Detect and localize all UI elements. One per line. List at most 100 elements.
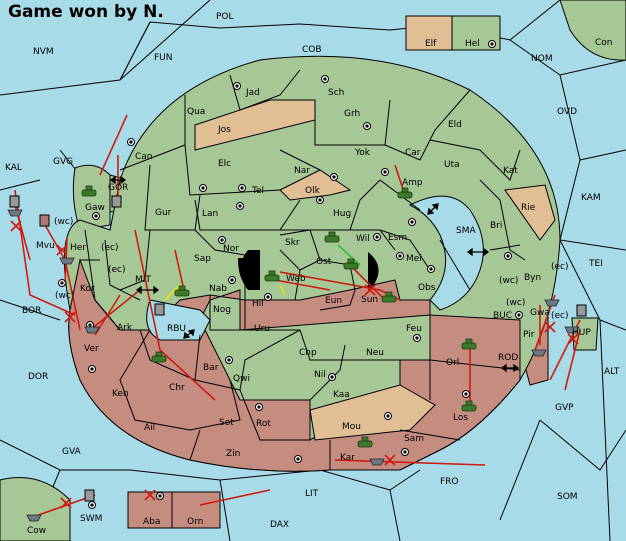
label-orn: Orn [187,517,203,527]
coast-tag: (wc) [54,217,73,227]
failed-order-marks [10,220,579,509]
label-ail: Ail [144,423,155,433]
region-orn[interactable] [171,491,221,529]
region-aba[interactable] [127,491,173,529]
label-eld: Eld [448,120,462,130]
tank-unit [151,351,167,363]
region-labels: POL NVM FUN COB NOM Con Elf Hel OVD KAM … [5,12,620,536]
tank-unit [343,258,359,270]
label-buc: BUC [493,311,512,321]
sc-obs [427,265,435,273]
region-rie[interactable] [504,184,556,241]
label-eun: Eun [325,296,342,306]
label-aba: Aba [143,517,160,527]
label-dor: DOR [28,372,48,382]
region-olk[interactable] [279,169,352,201]
label-ost: Ost [316,257,332,267]
label-rod: ROD [498,353,518,363]
label-mel: Mel [406,254,422,264]
label-gva: GVA [62,447,82,457]
label-ovd: OVD [557,107,577,117]
label-bar: Bar [203,363,219,373]
coast-tag: (ec) [551,262,569,272]
label-orl: Orl [446,358,459,368]
label-kor: Kor [80,284,95,294]
label-pir: Pir [523,330,535,340]
label-rot: Rot [256,419,271,429]
coast-tag: (wc) [506,298,525,308]
sc-qwi [225,356,233,364]
sc-can [127,138,135,146]
label-car: Car [405,148,421,158]
tank-unit [81,185,97,197]
label-feu: Feu [406,324,422,334]
label-zin: Zin [226,449,240,459]
label-tel: Tel [251,186,264,196]
sc-olk [330,173,338,181]
label-nom: NOM [531,54,553,64]
label-som: SOM [557,492,578,502]
label-rbu: RBU [167,324,186,334]
ship-unit [369,458,385,466]
label-kar: Kar [340,453,355,463]
sc-kaa [328,373,336,381]
label-ver: Ver [84,344,99,354]
label-uru: Uru [254,324,270,334]
label-fro: FRO [440,477,459,487]
sc-wil [373,233,381,241]
ship-unit [7,209,23,217]
label-hel: Hel [465,39,480,49]
label-rie: Rie [521,203,536,213]
label-ken: Ken [112,389,129,399]
ship-unit [544,299,560,307]
tank-unit [397,187,413,199]
label-web: Web [286,274,306,284]
sc-hel [488,40,496,48]
label-con: Con [595,38,613,48]
label-amp: Amp [402,178,423,188]
label-obs: Obs [418,283,436,293]
label-ark: Ark [117,323,133,333]
label-elc: Elc [218,159,231,169]
label-gor: GOR [108,183,128,193]
sc-byn [504,252,512,260]
region-mou[interactable] [309,384,436,441]
label-jos: Jos [217,125,231,135]
ship-unit [84,326,100,334]
sc-lan [236,202,244,210]
region-cow[interactable] [0,477,71,541]
label-kam: KAM [581,193,601,203]
sc-rot [255,403,263,411]
game-status-title: Game won by N. [8,2,164,22]
sc-gur [199,184,207,192]
label-sun: Sun [361,295,378,305]
label-olk: Olk [305,186,321,196]
label-tei: TEI [588,259,603,269]
label-wil: Wil [356,234,370,244]
coast-tag: (ec) [551,311,569,321]
ship-unit [59,257,75,265]
label-swm: SWM [80,514,102,524]
label-mou: Mou [342,422,361,432]
sc-nor [218,236,226,244]
label-mvu: Mvu [36,241,55,251]
sc-sam [401,448,409,456]
tank-unit [461,400,477,412]
label-pol: POL [216,12,234,22]
label-kaa: Kaa [333,390,350,400]
label-dax: DAX [270,520,289,530]
coast-tag: (ec) [108,265,126,275]
sc-hug [316,196,324,204]
label-qua: Qua [187,107,205,117]
label-qwi: Qwi [233,374,250,384]
tank-unit [264,270,280,282]
label-gvg: GVG [53,157,73,167]
label-jad: Jad [245,88,260,98]
region-gaw[interactable] [72,164,111,231]
label-los: Los [453,413,468,423]
black-blob-west-2 [240,250,260,290]
label-sam: Sam [404,434,424,444]
label-sch: Sch [328,88,344,98]
